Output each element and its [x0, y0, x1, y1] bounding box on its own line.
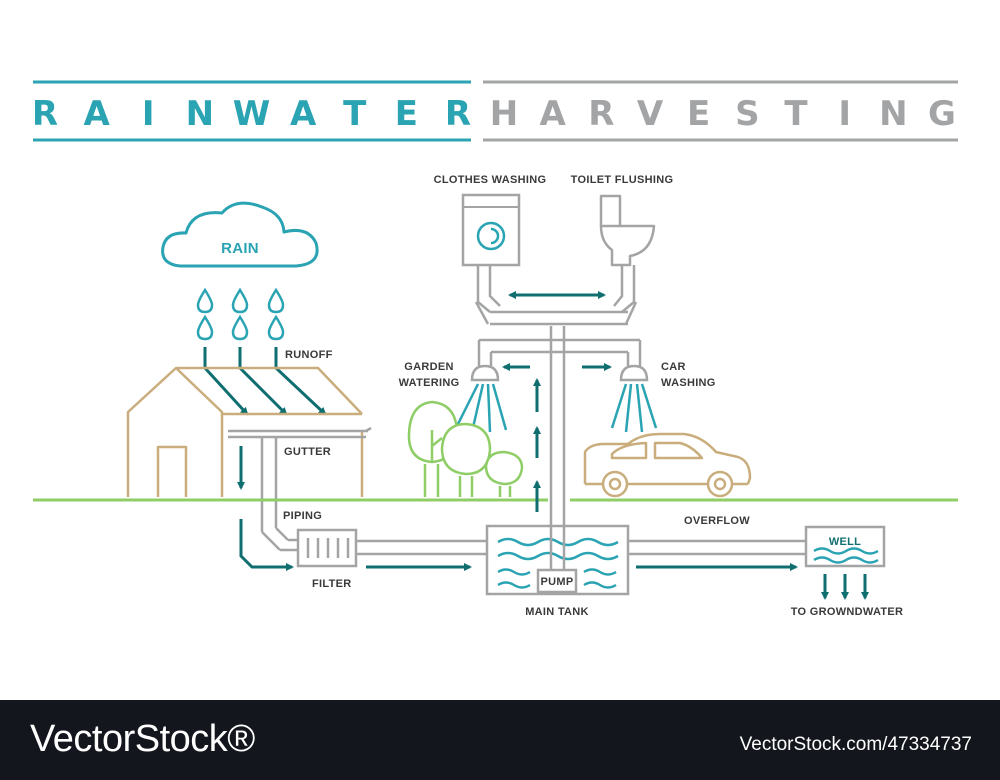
filter-icon: [296, 528, 358, 568]
clothes-washing-label: CLOTHES WASHING: [434, 174, 547, 186]
flow-arrow-to-filter: [239, 519, 294, 571]
footer-brand: VectorStock®: [30, 718, 255, 760]
groundwater-arrows: [821, 574, 869, 600]
title-letter: N: [879, 94, 907, 134]
main-tank-label: MAIN TANK: [525, 606, 589, 618]
toilet-flushing-label: TOILET FLUSHING: [571, 174, 674, 186]
raindrops-icon: [196, 287, 285, 341]
title-letter: S: [735, 94, 760, 134]
main-tank-icon: [485, 524, 630, 596]
overflow-label: OVERFLOW: [684, 515, 750, 527]
well-label: WELL: [829, 536, 861, 548]
toilet-icon: [599, 194, 656, 267]
pump-label: PUMP: [541, 576, 574, 588]
title-letter: G: [928, 94, 956, 134]
pipe-filter-to-tank: [356, 539, 486, 556]
runoff-label: RUNOFF: [285, 349, 333, 361]
gutter-icon: [228, 426, 372, 552]
filter-label: FILTER: [312, 578, 351, 590]
title-letter: A: [290, 94, 317, 134]
car-washing-label-2: WASHING: [661, 377, 716, 389]
title-letter: R: [32, 94, 58, 134]
pipe-tank-to-well: [628, 539, 805, 556]
house-icon: [126, 366, 364, 497]
watermark-footer: VectorStock® VectorStock.com/47334737: [0, 700, 1000, 780]
car-washing-label-1: CAR: [661, 361, 686, 373]
car-icon: [583, 432, 752, 498]
title-letter: E: [395, 94, 418, 134]
well-icon: [804, 525, 886, 568]
garden-watering-label-2: WATERING: [399, 377, 460, 389]
title-letter: E: [687, 94, 710, 134]
title-letter: T: [343, 94, 367, 134]
rain-label: RAIN: [221, 240, 259, 257]
spray-garden: [454, 383, 508, 433]
manifold-pipes: [474, 265, 642, 366]
title-letter: H: [490, 94, 518, 134]
garden-watering-label-1: GARDEN: [404, 361, 453, 373]
gutter-label: GUTTER: [284, 446, 331, 458]
title-letter: R: [445, 94, 471, 134]
to-groundwater-label: TO GROWNDWATER: [791, 606, 904, 618]
title-letter: I: [142, 94, 155, 134]
piping-label: PIPING: [283, 510, 322, 522]
sprinkler-icon-car: [619, 364, 649, 382]
title-letter: A: [83, 94, 110, 134]
title-letter: A: [540, 94, 567, 134]
title-letter: V: [637, 94, 664, 134]
footer-code: VectorStock.com/47334737: [739, 734, 972, 755]
title-letter: I: [838, 94, 851, 134]
title-letter: T: [784, 94, 808, 134]
supply-pipe: [549, 326, 566, 570]
title-letter: W: [233, 94, 271, 134]
sprinkler-icon-garden: [470, 364, 500, 382]
title-letter: R: [588, 94, 614, 134]
washing-machine-icon: [461, 193, 521, 267]
trees-icon: [407, 400, 524, 497]
title-letter: N: [186, 94, 214, 134]
cloud-icon: [161, 201, 319, 268]
spray-car: [610, 383, 658, 433]
